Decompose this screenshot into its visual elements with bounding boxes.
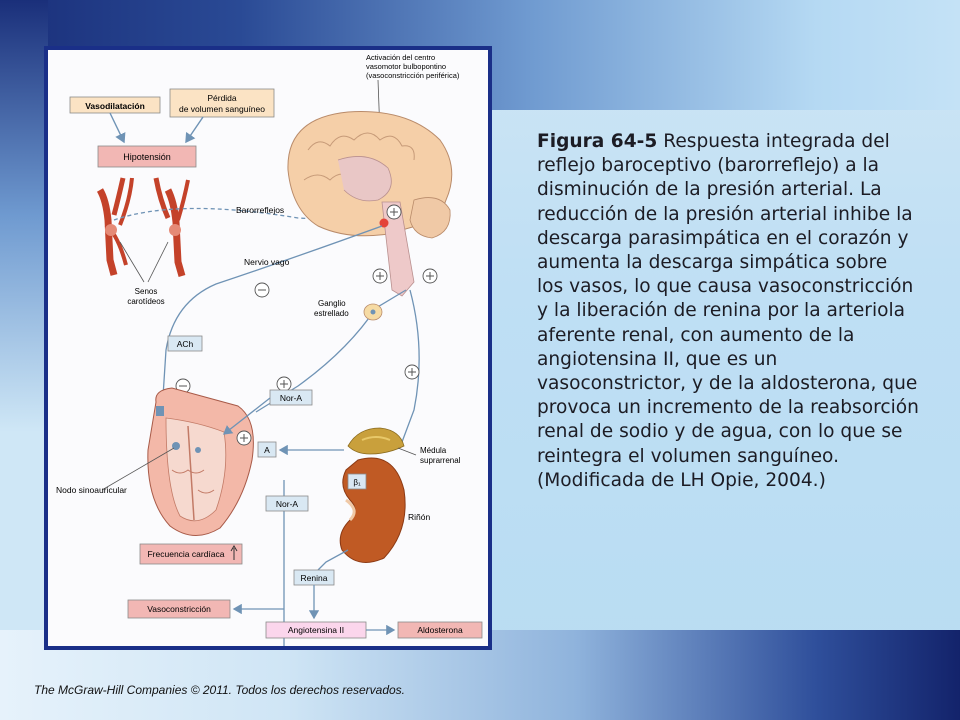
angiotensin-box: Angiotensina II — [265, 621, 367, 639]
aldosterone-label: Aldosterona — [417, 625, 463, 635]
vagus-nerve-label: Nervio vago — [244, 257, 290, 267]
plus-sign-ganglion — [276, 376, 292, 392]
caption-text: Respuesta integrada del reflejo barocept… — [537, 131, 919, 491]
vasodilation-label: Vasodilatación — [85, 101, 145, 111]
ach-label: ACh — [177, 339, 194, 349]
stellate-ganglion-label-2: estrellado — [314, 309, 349, 318]
kidney-label: Riñón — [408, 512, 430, 522]
angiotensin-label: Angiotensina II — [288, 625, 344, 635]
adrenal-medulla-label-1: Médula — [420, 446, 447, 455]
nor-a-label-upper: Nor-A — [280, 393, 303, 403]
carotid-arteries-illustration — [96, 177, 190, 277]
vasoconstriction-label: Vasoconstricción — [147, 604, 211, 614]
beta1-receptor-box: β₁ — [347, 473, 367, 490]
aldosterone-box: Aldosterona — [397, 621, 483, 639]
nor-a-box-upper: Nor-A — [269, 389, 313, 406]
heart-illustration — [147, 387, 254, 536]
stellate-ganglion-label-1: Ganglio — [318, 299, 346, 308]
baroreflex-figure: Vasodilatación Pérdida de volumen sanguí… — [48, 50, 488, 650]
renin-box: Renina — [293, 569, 335, 586]
plus-sign-adrenaline — [236, 430, 252, 446]
heart-rate-box: Frecuencia cardíaca — [139, 543, 243, 565]
figure-caption: Figura 64-5 Respuesta integrada del refl… — [537, 130, 919, 493]
adrenal-gland-illustration — [347, 427, 405, 455]
brain-illustration — [287, 111, 453, 297]
background-band-left — [0, 0, 48, 720]
stellate-ganglion-illustration — [363, 303, 383, 321]
activation-label-2: vasomotor bulbopontino — [366, 62, 446, 71]
figure-frame: Vasodilatación Pérdida de volumen sanguí… — [44, 46, 492, 650]
sinoatrial-node-label: Nodo sinoauricular — [56, 485, 127, 495]
activation-label-1: Activación del centro — [366, 53, 435, 62]
heart-rate-label: Frecuencia cardíaca — [147, 549, 224, 559]
activation-label-3: (vasoconstricción periférica) — [366, 71, 460, 80]
carotid-sinus-label-2: carotídeos — [127, 297, 164, 306]
nor-a-label-lower: Nor-A — [276, 499, 299, 509]
baroreflex-diagram: Vasodilatación Pérdida de volumen sanguí… — [56, 53, 483, 650]
caption-label: Figura 64-5 — [537, 131, 658, 152]
adrenal-medulla-label-2: suprarrenal — [420, 456, 461, 465]
copyright-footer: The McGraw-Hill Companies © 2011. Todos … — [34, 683, 406, 697]
vasoconstriction-box: Vasoconstricción — [127, 599, 231, 619]
plus-sign-brain — [386, 204, 402, 220]
ach-box: ACh — [167, 335, 203, 352]
beta1-label: β₁ — [353, 478, 361, 487]
hypotension-box: Hipotensión — [97, 145, 197, 168]
renin-label: Renina — [301, 573, 328, 583]
minus-sign-vagus — [254, 282, 270, 298]
carotid-sinus-label-1: Senos — [135, 287, 158, 296]
plus-sign-kidney — [404, 364, 420, 380]
adrenaline-box: A — [257, 441, 277, 458]
vasodilation-box: Vasodilatación — [69, 96, 161, 114]
adrenaline-label: A — [264, 445, 270, 455]
blood-loss-box: Pérdida de volumen sanguíneo — [169, 88, 275, 118]
blood-loss-label-2: de volumen sanguíneo — [179, 104, 265, 114]
baroreflex-label: Barorreflejos — [236, 205, 284, 215]
hypotension-label: Hipotensión — [123, 152, 171, 162]
plus-sign-vagus — [372, 268, 388, 284]
nor-a-box-lower: Nor-A — [265, 495, 309, 512]
blood-loss-label-1: Pérdida — [207, 93, 237, 103]
plus-sign-spinal — [422, 268, 438, 284]
